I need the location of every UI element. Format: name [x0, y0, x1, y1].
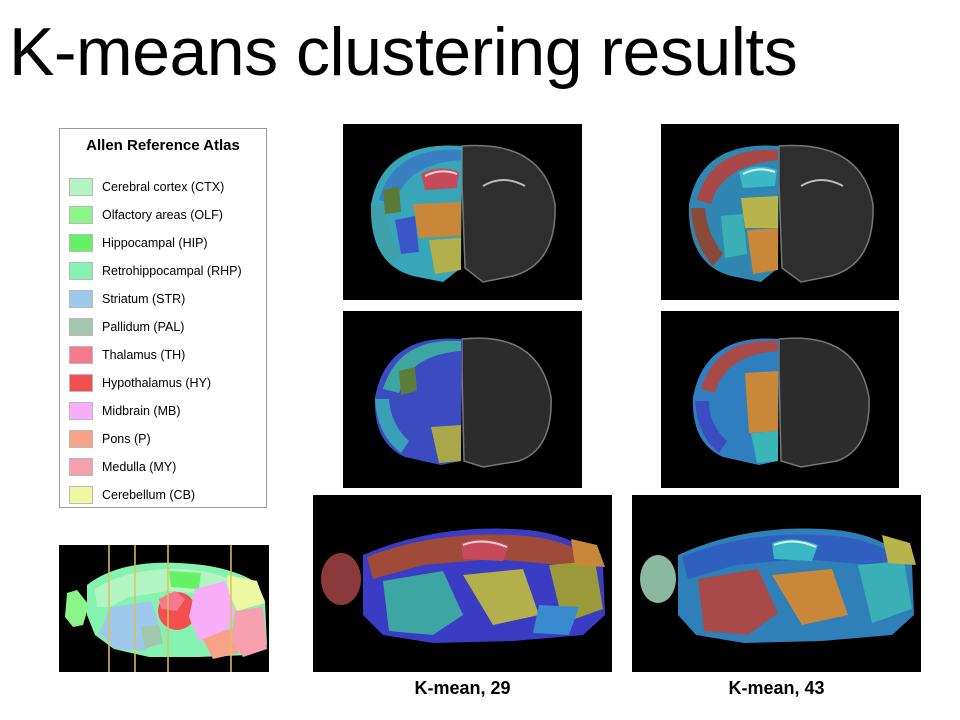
legend-item-hy: Hypothalamus (HY)	[69, 369, 242, 397]
legend-swatch	[69, 262, 93, 280]
legend-swatch	[69, 346, 93, 364]
slide-title: K-means clustering results	[9, 14, 798, 90]
coronal-k43-top	[661, 124, 899, 300]
legend-item-mb: Midbrain (MB)	[69, 397, 242, 425]
legend-label: Pons (P)	[102, 432, 151, 446]
legend-swatch	[69, 318, 93, 336]
legend-swatch	[69, 206, 93, 224]
legend-swatch	[69, 290, 93, 308]
legend-item-th: Thalamus (TH)	[69, 341, 242, 369]
legend-swatch	[69, 430, 93, 448]
legend-item-ctx: Cerebral cortex (CTX)	[69, 173, 242, 201]
sagittal-k29	[313, 495, 612, 672]
legend-swatch	[69, 374, 93, 392]
caption-k29: K-mean, 29	[414, 678, 511, 698]
legend-label: Olfactory areas (OLF)	[102, 208, 223, 222]
legend-swatch	[69, 402, 93, 420]
legend-label: Thalamus (TH)	[102, 348, 186, 362]
legend-item-pal: Pallidum (PAL)	[69, 313, 242, 341]
legend-label: Midbrain (MB)	[102, 404, 181, 418]
caption-k43: K-mean, 43	[728, 678, 825, 698]
legend-label: Hippocampal (HIP)	[102, 236, 208, 250]
legend-label: Retrohippocampal (RHP)	[102, 264, 242, 278]
legend-label: Cerebellum (CB)	[102, 488, 196, 502]
legend-item-hip: Hippocampal (HIP)	[69, 229, 242, 257]
legend-item-rhp: Retrohippocampal (RHP)	[69, 257, 242, 285]
legend-swatch	[69, 458, 93, 476]
atlas-legend: Allen Reference Atlas Cerebral cortex (C…	[59, 128, 267, 508]
legend-item-my: Medulla (MY)	[69, 453, 242, 481]
coronal-k43-middle	[661, 311, 899, 488]
legend-item-olf: Olfactory areas (OLF)	[69, 201, 242, 229]
legend-item-p: Pons (P)	[69, 425, 242, 453]
legend-label: Striatum (STR)	[102, 292, 186, 306]
legend-title: Allen Reference Atlas	[86, 137, 240, 154]
atlas-sagittal-map	[59, 545, 269, 672]
legend-swatch	[69, 178, 93, 196]
legend-swatch	[69, 234, 93, 252]
coronal-k29-top	[343, 124, 582, 300]
legend-item-str: Striatum (STR)	[69, 285, 242, 313]
legend-label: Cerebral cortex (CTX)	[102, 180, 225, 194]
legend-label: Medulla (MY)	[102, 460, 177, 474]
legend-label: Pallidum (PAL)	[102, 320, 185, 334]
coronal-k29-middle	[343, 311, 582, 488]
legend-label: Hypothalamus (HY)	[102, 376, 212, 390]
sagittal-k43	[632, 495, 921, 672]
legend-item-cb: Cerebellum (CB)	[69, 481, 242, 509]
legend-list: Cerebral cortex (CTX) Olfactory areas (O…	[69, 173, 242, 509]
legend-swatch	[69, 486, 93, 504]
